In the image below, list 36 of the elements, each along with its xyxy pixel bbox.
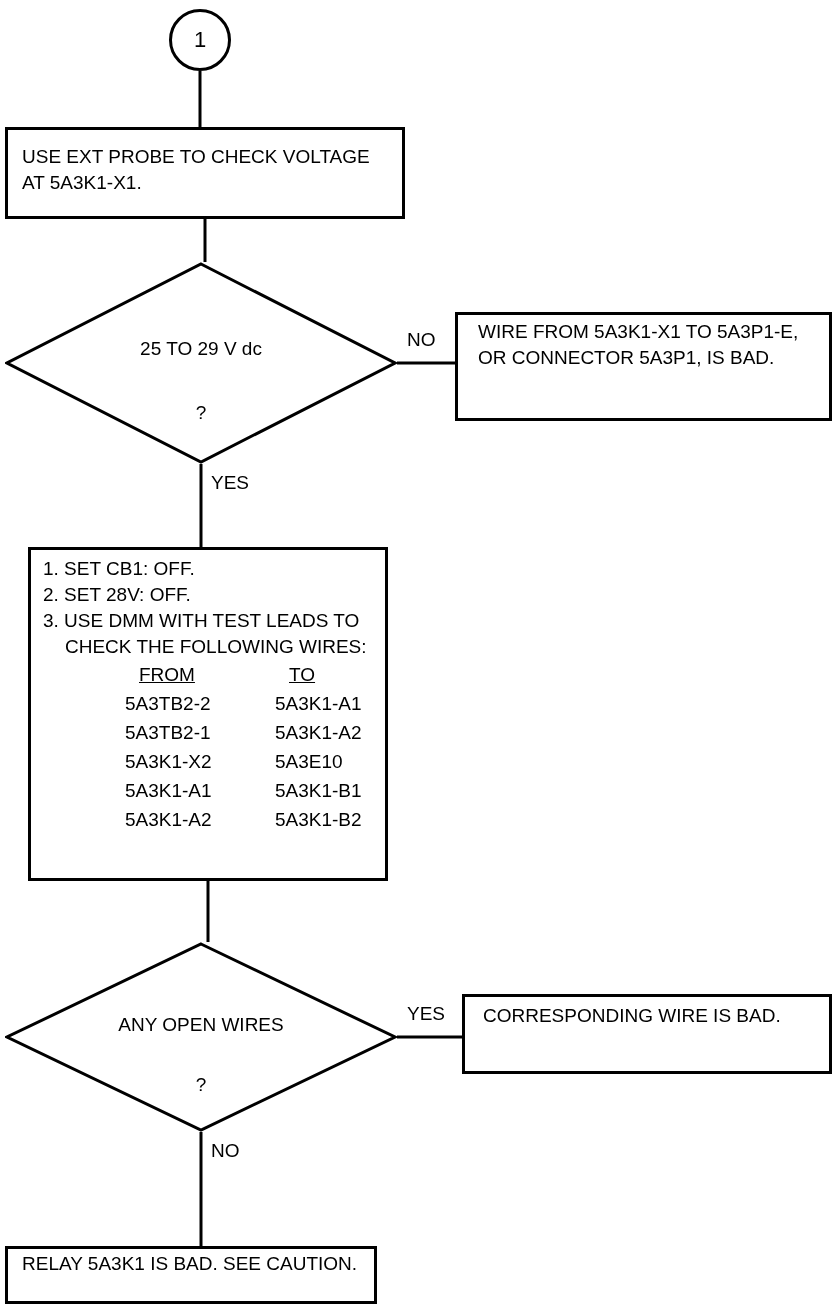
column-header: FROM — [138, 663, 196, 687]
decision-text: ANY OPEN WIRES — [117, 1014, 285, 1036]
box-text: RELAY 5A3K1 IS BAD. SEE CAUTION. — [22, 1252, 359, 1276]
process-box — [28, 547, 388, 881]
table-cell-text: 5A3K1-A2 — [125, 808, 213, 832]
connector-number: 1 — [193, 27, 207, 53]
table-cell-text: 5A3K1-B1 — [275, 779, 363, 803]
table-cell-text: 5A3K1-A1 — [125, 779, 213, 803]
table-cell-text: 5A3E10 — [275, 750, 344, 774]
table-cell-text: 5A3TB2-2 — [125, 692, 212, 716]
process-box — [5, 127, 405, 219]
connector-line — [203, 219, 207, 262]
box-text: CORRESPONDING WIRE IS BAD. — [483, 1004, 782, 1028]
box-text: WIRE FROM 5A3K1-X1 TO 5A3P1-E, OR CONNECTOR 5A3P1, IS BAD. — [478, 320, 800, 370]
connector-line — [198, 71, 202, 127]
step-text: 2. SET 28V: OFF. — [43, 583, 192, 607]
process-box — [455, 312, 832, 421]
process-box — [5, 1246, 377, 1304]
table-cell-text: 5A3TB2-1 — [125, 721, 212, 745]
connector-line — [206, 881, 210, 942]
column-header: TO — [288, 663, 317, 687]
step-text: 1. SET CB1: OFF. — [43, 557, 196, 581]
step-text: 3. USE DMM WITH TEST LEADS TO CHECK THE FOLLOWING WIRES: — [43, 609, 368, 659]
decision-text: 25 TO 29 V dc — [139, 338, 263, 360]
table-cell-text: 5A3K1-A1 — [275, 692, 363, 716]
connector-line — [199, 1132, 203, 1246]
box-text: USE EXT PROBE TO CHECK VOLTAGE AT 5A3K1-X1. — [22, 145, 371, 195]
connector-line — [397, 361, 455, 365]
table-cell-text: 5A3K1-B2 — [275, 808, 363, 832]
connector-line — [397, 1035, 462, 1039]
question-mark: ? — [194, 402, 208, 424]
connector-line — [199, 464, 203, 547]
question-mark: ? — [194, 1074, 208, 1096]
table-cell-text: 5A3K1-X2 — [125, 750, 213, 774]
process-box — [462, 994, 832, 1074]
table-cell-text: 5A3K1-A2 — [275, 721, 363, 745]
